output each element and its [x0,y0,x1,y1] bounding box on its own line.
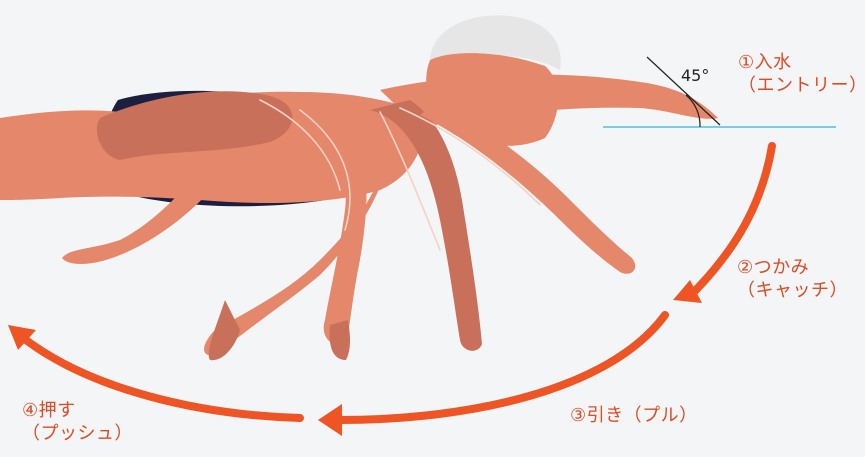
angle-label: 45° [681,66,709,85]
phase-entry-subtitle: （エントリー） [738,75,865,96]
phase-label-entry: ①入水 （エントリー） [738,52,865,97]
phase-pull-name: ③引き（プル） [570,405,698,426]
phase-entry-name: ①入水 [738,52,792,73]
phase-catch-subtitle: （キャッチ） [737,280,848,301]
phase-label-pull: ③引き（プル） [570,405,698,428]
phase-catch-name: ②つかみ [737,257,809,278]
phase-label-catch: ②つかみ （キャッチ） [737,257,848,302]
phase-push-subtitle: （プッシュ） [22,423,133,444]
phase-push-name: ④押す [22,400,76,421]
phase-label-push: ④押す （プッシュ） [22,400,133,445]
